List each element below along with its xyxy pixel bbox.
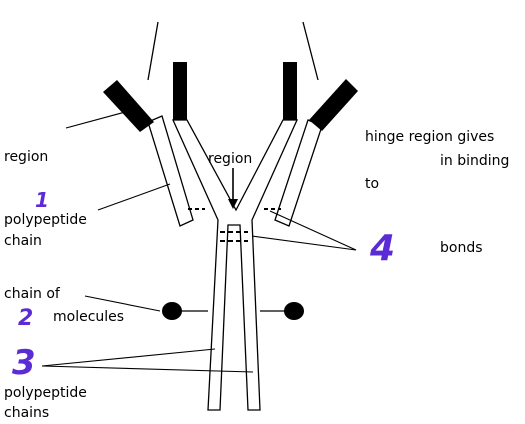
heavy-chains — [171, 119, 299, 411]
top-left-edge-line — [147, 21, 159, 81]
right-light-variable-tip — [309, 79, 358, 131]
polypeptide-chain-label-line1: polypeptide — [4, 212, 87, 228]
hinge-label-line3: to — [365, 176, 380, 192]
bonds-pointer-b — [251, 235, 357, 251]
answer-number-1: 1 — [35, 188, 49, 212]
molecules-label: molecules — [53, 309, 125, 325]
heavy-chain-pointer-b — [41, 365, 254, 373]
answer-number-4: 4 — [370, 228, 396, 269]
region-label-center: region — [208, 151, 253, 167]
left-light-chain — [147, 115, 194, 227]
answer-number-2: 2 — [18, 306, 34, 331]
hinge-label-line2: in binding — [440, 153, 510, 169]
polypeptide-chain-label-line2: chain — [4, 233, 42, 249]
hinge-label-line1: hinge region gives — [365, 129, 495, 145]
polypeptide-chains-label-line1: polypeptide — [4, 385, 87, 401]
chain-of-label: chain of — [4, 286, 60, 302]
left-light-variable-tip — [103, 80, 154, 132]
left-carbohydrate-molecule — [162, 302, 182, 320]
carbohydrate-pointer — [84, 295, 161, 312]
region-label-left: region — [4, 149, 49, 165]
answer-number-3: 3 — [12, 343, 36, 383]
heavy-chain-pointer-a — [41, 348, 216, 367]
variable-region-pointer — [65, 107, 141, 129]
left-heavy-variable-tip — [173, 62, 187, 120]
right-carbohydrate-molecule — [284, 302, 304, 320]
bonds-pointer-a — [269, 210, 357, 251]
center-region-arrowhead — [228, 199, 238, 209]
right-light-chain — [274, 119, 323, 227]
bonds-label: bonds — [440, 240, 483, 256]
polypeptide-chains-label-line2: chains — [4, 405, 50, 421]
top-right-edge-line — [302, 21, 319, 81]
light-chain-pointer — [97, 183, 171, 211]
right-heavy-variable-tip — [283, 62, 297, 120]
